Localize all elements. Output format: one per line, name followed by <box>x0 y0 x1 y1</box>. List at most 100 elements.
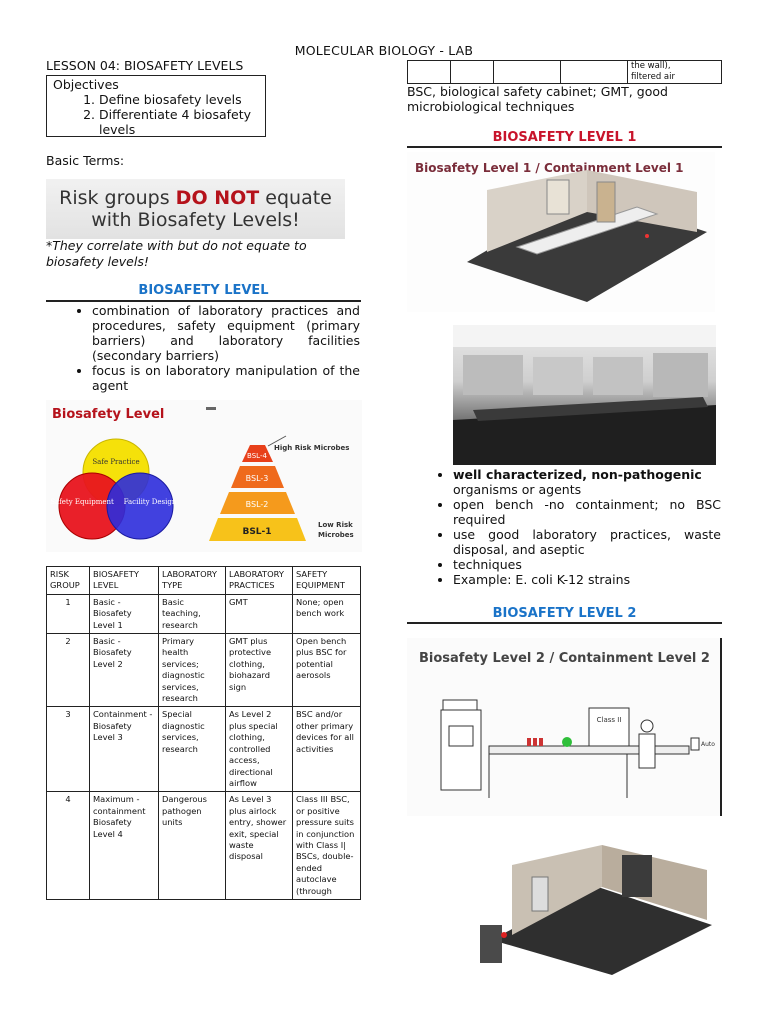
bsl2-illustration: Biosafety Level 2 / Containment Level 2 … <box>407 638 722 816</box>
photo-benches <box>453 405 716 465</box>
continuation-text-2: filtered air <box>631 72 675 82</box>
table-cell: Basic - Biosafety Level 1 <box>89 593 159 635</box>
table-cell: 3 <box>46 706 90 793</box>
green-flask <box>562 737 572 747</box>
bsl1-bold-text: well characterized, non-pathogenic <box>453 467 702 482</box>
cabinet-label: Class II <box>597 716 622 724</box>
list-item: Example: E. coli K-12 strains <box>453 572 721 587</box>
section-divider <box>407 622 722 624</box>
lab-equipment <box>480 925 502 963</box>
objective-item: Define biosafety levels <box>99 92 259 107</box>
lab-marker <box>645 234 649 238</box>
correlation-note: *They correlate with but do not equate t… <box>46 238 307 269</box>
lab-cabinet <box>546 179 570 215</box>
bsl1-figure-title: Biosafety Level 1 / Containment Level 1 <box>415 161 684 175</box>
table-cell: As Level 2 plus special clothing, contro… <box>225 706 293 793</box>
lab-wall <box>512 845 602 935</box>
table-header-row: RISK GROUP BIOSAFETY LEVEL LABORATORY TY… <box>46 566 361 595</box>
photo-window <box>653 353 708 397</box>
autoclave <box>690 737 700 751</box>
pyramid-bsl1 <box>209 518 306 541</box>
table-continuation: the wall), filtered air <box>407 60 722 84</box>
photo-bench-top <box>473 397 708 421</box>
table-header-cell: SAFETY EQUIPMENT <box>292 566 361 595</box>
lab-fume-hood <box>596 181 616 223</box>
table-cell: Primary health services; diagnostic serv… <box>158 633 226 708</box>
bsl2-illustration-svg: Biosafety Level 2 / Containment Level 2 … <box>419 651 715 798</box>
lab-marker <box>501 932 507 938</box>
table-cell: 1 <box>46 593 90 635</box>
lab-floor <box>492 885 712 975</box>
pyramid-bsl3 <box>231 466 284 488</box>
lesson-title: LESSON 04: BIOSAFETY LEVELS <box>46 58 244 73</box>
table-row: 2 Basic - Biosafety Level 2 Primary heal… <box>46 633 361 708</box>
sample-tube <box>533 738 537 746</box>
table-cell: BSC and/or other primary devices for all… <box>292 706 361 793</box>
list-item: focus is on laboratory manipulation of t… <box>92 363 360 393</box>
list-item: open bench -no containment; no BSC requi… <box>453 497 721 527</box>
door-window <box>448 725 474 747</box>
table-cell: Open bench plus BSC for potential aeroso… <box>292 633 361 708</box>
bsl1-illustration-svg: Biosafety Level 1 / Containment Level 1 <box>415 161 707 302</box>
photo-window <box>463 355 523 395</box>
document-title: MOLECULAR BIOLOGY - LAB <box>294 43 474 58</box>
list-item: combination of laboratory practices and … <box>92 303 360 363</box>
pyramid-bsl2 <box>220 492 295 514</box>
table-header-cell: LABORATORY TYPE <box>158 566 226 595</box>
bsl1-bullets: well characterized, non-pathogenicorgani… <box>407 467 721 587</box>
objectives-box: Objectives Define biosafety levels Diffe… <box>46 75 266 137</box>
bsl2-heading: BIOSAFETY LEVEL 2 <box>492 606 637 621</box>
bsl1-bullet-continuation: organisms or agents <box>453 482 582 497</box>
photo-window <box>593 357 643 395</box>
pyramid-label-bsl4: BSL-4 <box>247 452 267 460</box>
biosafety-level-figure-svg: Biosafety Level Safe Practice Safety Equ… <box>50 407 354 541</box>
venn-label-practice: Safe Practice <box>92 458 139 466</box>
objective-item: Differentiate 4 biosafety levels <box>99 107 259 137</box>
bsl2-lab-render <box>472 825 717 975</box>
photo-ceiling <box>453 325 716 347</box>
lab-door <box>440 709 482 791</box>
risk-groups-banner: Risk groups DO NOT equate with Biosafety… <box>46 179 345 239</box>
table-cell: Basic - Biosafety Level 2 <box>89 633 159 708</box>
table-cell: Class III BSC, or positive pressure suit… <box>292 791 361 900</box>
low-risk-label-2: Microbes <box>318 531 354 539</box>
table-row: 1 Basic - Biosafety Level 1 Basic teachi… <box>46 593 361 635</box>
list-item: use good laboratory practices, waste dis… <box>453 527 721 557</box>
abbreviations-note: BSC, biological safety cabinet; GMT, goo… <box>407 84 668 114</box>
biosafety-level-figure: Biosafety Level Safe Practice Safety Equ… <box>46 400 362 552</box>
venn-circle-facility <box>106 472 174 540</box>
list-item: well characterized, non-pathogenicorgani… <box>453 467 721 497</box>
biosafety-cabinet <box>622 855 652 897</box>
high-risk-label: High Risk Microbes <box>274 444 349 452</box>
table-cell <box>450 60 494 84</box>
pyramid-label-bsl3: BSL-3 <box>246 474 269 483</box>
table-cell: 2 <box>46 633 90 708</box>
sample-tube <box>527 738 531 746</box>
table-cell <box>560 60 628 84</box>
table-header-cell: RISK GROUP <box>46 566 90 595</box>
pyramid-label-bsl1: BSL-1 <box>242 527 271 537</box>
biosafety-cabinet <box>588 707 630 747</box>
objectives-list: Define biosafety levels Differentiate 4 … <box>53 92 259 137</box>
banner-text-line2: with Biosafety Levels! <box>91 209 300 231</box>
high-risk-arrow <box>267 435 287 447</box>
worker-coat <box>638 733 656 769</box>
lab-cabinet <box>531 876 549 912</box>
venn-label-equipment: Safety Equipment <box>50 498 114 506</box>
bsl1-lab-photo-svg <box>453 325 716 465</box>
banner-text-part1: Risk groups <box>59 187 176 209</box>
table-cell: 4 <box>46 791 90 900</box>
table-cell <box>407 60 451 84</box>
sample-tube <box>539 738 543 746</box>
bsl1-lab-photo <box>453 325 716 465</box>
photo-window <box>533 357 583 395</box>
figure-dash <box>206 407 216 410</box>
table-header-cell: BIOSAFETY LEVEL <box>89 566 159 595</box>
table-cell: the wall), filtered air <box>627 60 722 84</box>
figure-title: Biosafety Level <box>52 407 164 422</box>
biosafety-table: RISK GROUP BIOSAFETY LEVEL LABORATORY TY… <box>46 566 361 900</box>
pyramid-label-bsl2: BSL-2 <box>246 500 269 509</box>
venn-label-facility: Facility Design <box>124 498 177 506</box>
table-header-cell: LABORATORY PRACTICES <box>225 566 293 595</box>
table-row: 4 Maximum - containment Biosafety Level … <box>46 791 361 900</box>
